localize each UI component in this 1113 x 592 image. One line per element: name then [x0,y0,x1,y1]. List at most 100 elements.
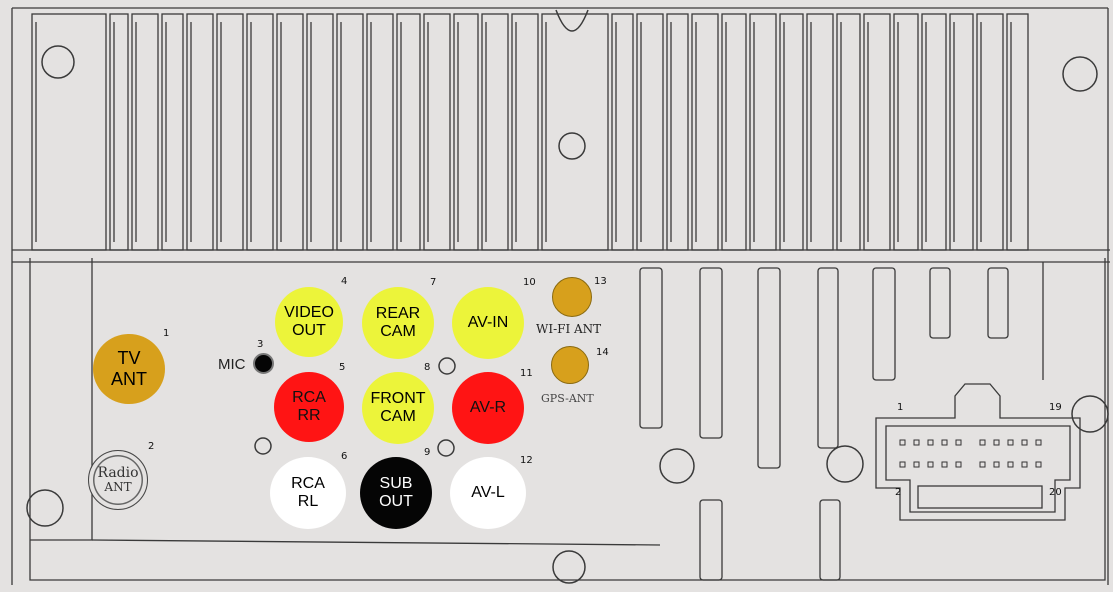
harness-connector [875,383,1081,521]
av-l-connector: AV-L [450,457,526,529]
vent-slot [699,499,723,581]
front-plate [29,258,1106,581]
harness-pin-hole [1021,461,1028,468]
harness-pins [899,439,1042,468]
connector-number-4: 4 [341,276,348,287]
front-cam-connector: FRONT CAM [362,372,434,444]
harness-pin-hole [913,461,920,468]
harness-inner [885,425,1071,513]
harness-pin-hole [927,461,934,468]
vent-slot [929,267,951,339]
harness-pin-hole [979,439,986,446]
mounting-holes [26,9,1109,584]
small-hole-left [254,437,272,455]
harness-pin-hole [993,439,1000,446]
connector-number-3: 3 [257,339,264,350]
bottom-divider [91,539,661,546]
harness-pin-hole [1035,439,1042,446]
wifi-ant-connector [552,277,592,317]
gps-ant-connector [551,346,589,384]
radio-ant-label-1: Radio [97,465,139,482]
vent-slot [699,267,723,439]
connector-number-6: 6 [341,451,348,462]
rca-rr-label-2: RR [297,407,321,424]
av-r-label: AV-R [469,398,507,416]
mount-hole-top-right [1062,56,1098,92]
vent-slot [987,267,1009,339]
rca-rl-label-2: RL [297,493,319,510]
tv-ant-connector: TV ANT [93,334,165,404]
video-out-label-2: OUT [292,322,326,339]
connector-number-8: 8 [424,362,431,373]
video-out-connector: VIDEO OUT [275,287,343,357]
harness-pin-hole [1007,439,1014,446]
mount-hole-right-3 [1071,395,1109,433]
sub-out-label-2: OUT [379,493,413,510]
connector-number-10: 10 [523,277,536,288]
mic-label: MIC [218,356,246,373]
harness-pin-hole [979,461,986,468]
vent-slot [639,267,663,429]
front-cam-label-1: FRONT [370,389,426,407]
vent-slot [819,499,841,581]
radio-ant-label-2: ANT [104,480,132,495]
small-hole-9 [437,439,455,457]
gps-ant-label: GPS-ANT [541,392,594,405]
tv-ant-label-2: ANT [111,369,147,389]
harness-pin-hole [1021,439,1028,446]
mount-hole-center [558,132,586,160]
connector-number-13: 13 [594,276,607,287]
front-cam-label-2: CAM [380,408,416,425]
radio-ant-connector: Radio ANT [88,450,148,510]
connector-number-11: 11 [520,368,533,379]
av-in-connector: AV-IN [452,287,524,359]
harness-pin-hole [899,439,906,446]
wifi-ant-label: WI-FI ANT [536,322,602,336]
harness-pin-19: 19 [1049,402,1062,413]
connector-number-14: 14 [596,347,609,358]
lower-vent-slots [639,267,1009,581]
mount-hole-bottom-center [552,550,586,584]
harness-latch [917,485,1043,509]
mount-hole-right-2 [826,445,864,483]
harness-pin-hole [1007,461,1014,468]
harness-pin-2: 2 [895,487,902,498]
mount-hole-right-1 [659,448,695,484]
rca-rl-label-1: RCA [291,474,325,492]
harness-pin-hole [941,439,948,446]
connector-number-5: 5 [339,362,346,373]
sub-out-label-1: SUB [379,474,413,492]
rca-rl-connector: RCA RL [270,457,346,529]
harness-pin-hole [927,439,934,446]
rca-rr-connector: RCA RR [274,372,344,442]
connector-number-2: 2 [148,441,155,452]
rca-rr-label-1: RCA [292,388,326,406]
harness-pin-1: 1 [897,402,904,413]
rear-cam-label-1: REAR [375,304,421,322]
panel-lines [11,7,1110,585]
av-in-label: AV-IN [467,313,509,331]
connector-number-12: 12 [520,455,533,466]
harness-pin-hole [955,461,962,468]
av-l-label: AV-L [471,483,505,501]
connector-number-7: 7 [430,277,437,288]
video-out-label-1: VIDEO [284,303,334,321]
tv-ant-label-1: TV [117,348,141,369]
harness-pin-hole [955,439,962,446]
rear-cam-connector: REAR CAM [362,287,434,359]
harness-pin-hole [899,461,906,468]
av-r-connector: AV-R [452,372,524,444]
harness-pin-hole [913,439,920,446]
harness-pin-20: 20 [1049,487,1062,498]
harness-pin-hole [993,461,1000,468]
vent-slot [757,267,781,469]
mic-jack [253,353,274,374]
sub-out-connector: SUB OUT [360,457,432,529]
connector-number-9: 9 [424,447,431,458]
rear-cam-label-2: CAM [380,323,416,340]
vent-slot [817,267,839,449]
mount-hole-top-left [41,45,75,79]
connector-number-1: 1 [163,328,170,339]
small-hole-8 [438,357,456,375]
